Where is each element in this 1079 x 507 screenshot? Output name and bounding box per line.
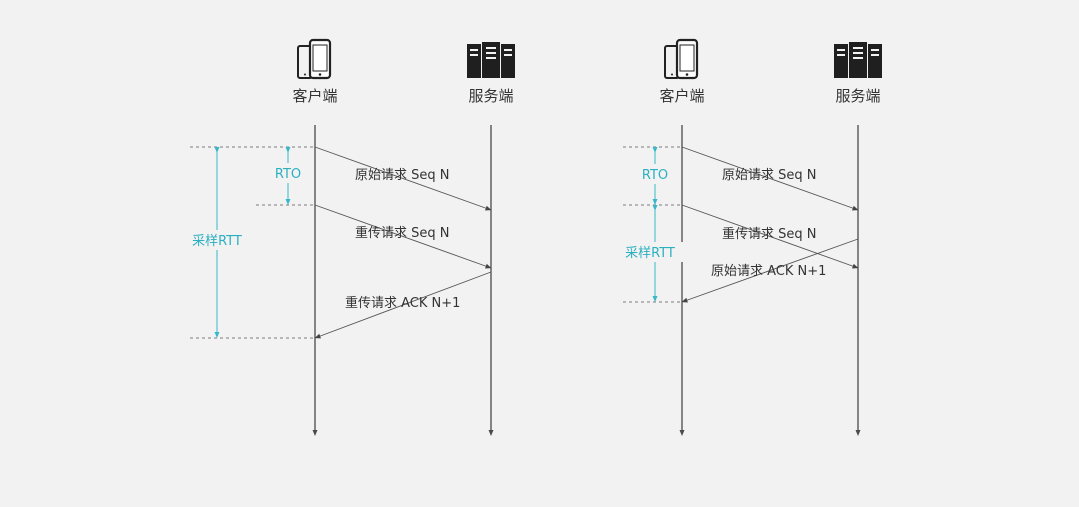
message-label: 原始请求 Seq N — [722, 168, 817, 183]
rto-label: RTO — [642, 168, 668, 183]
message-arrow — [314, 146, 492, 211]
client-label: 客户端 — [659, 87, 704, 105]
message-arrow — [314, 204, 492, 269]
server-label: 服务端 — [835, 87, 880, 105]
rtt-label: 采样RTT — [625, 246, 675, 261]
message-arrow — [681, 146, 859, 211]
message-label: 重传请求 Seq N — [722, 226, 817, 242]
message-arrow — [681, 204, 859, 269]
message-label: 原始请求 ACK N+1 — [711, 264, 826, 279]
message-label: 重传请求 Seq N — [355, 225, 450, 241]
server-label: 服务端 — [468, 87, 513, 105]
message-arrow — [681, 238, 859, 303]
server-rack-icon — [834, 42, 882, 78]
message-label: 原始请求 Seq N — [355, 168, 450, 183]
message-label: 重传请求 ACK N+1 — [345, 295, 460, 311]
message-arrow — [314, 271, 492, 339]
left-diagram: 客户端 服务端 原始请求 Seq N 重传请求 Seq N — [186, 38, 515, 436]
rtt-label: 采样RTT — [192, 234, 242, 249]
smartphones-icon — [297, 38, 332, 80]
rto-label: RTO — [275, 167, 301, 182]
client-label: 客户端 — [292, 87, 337, 105]
server-rack-icon — [467, 42, 515, 78]
right-diagram: 客户端 服务端 原始请求 Seq N 重传请求 Seq N 原始请求 ACK N… — [620, 38, 882, 436]
smartphones-icon — [664, 38, 699, 80]
